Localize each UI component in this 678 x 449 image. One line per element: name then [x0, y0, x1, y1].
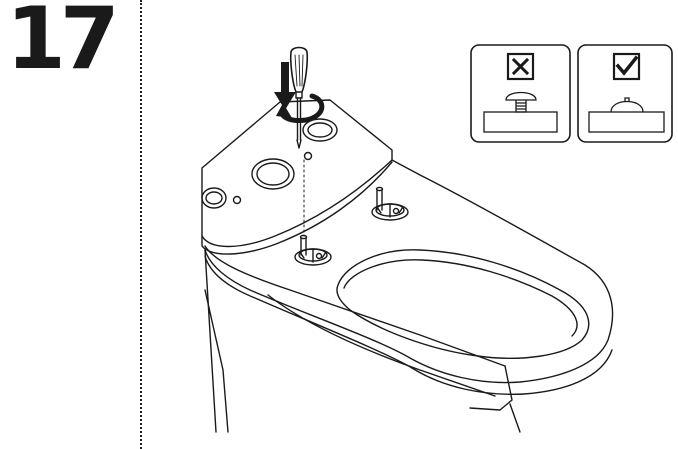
cistern-lid [201, 99, 393, 255]
rotate-clockwise-arrow-icon [276, 93, 325, 123]
screw-cap-over-stud-icon [483, 91, 558, 133]
step-number: 17 [6, 0, 120, 89]
ceramic-deck [204, 159, 614, 395]
flat-cap-icon [588, 97, 665, 133]
toilet-bowl-body [204, 245, 521, 433]
hinge-post-rear [371, 186, 409, 221]
incorrect-example-panel [470, 44, 571, 143]
screwdriver-icon [289, 46, 309, 149]
hinge-post-front [294, 234, 332, 266]
push-down-arrow-icon [274, 62, 296, 110]
cross-checkbox-icon [506, 52, 535, 81]
correct-example-panel [577, 44, 673, 143]
check-checkbox-icon [612, 52, 641, 81]
section-divider [140, 0, 142, 449]
